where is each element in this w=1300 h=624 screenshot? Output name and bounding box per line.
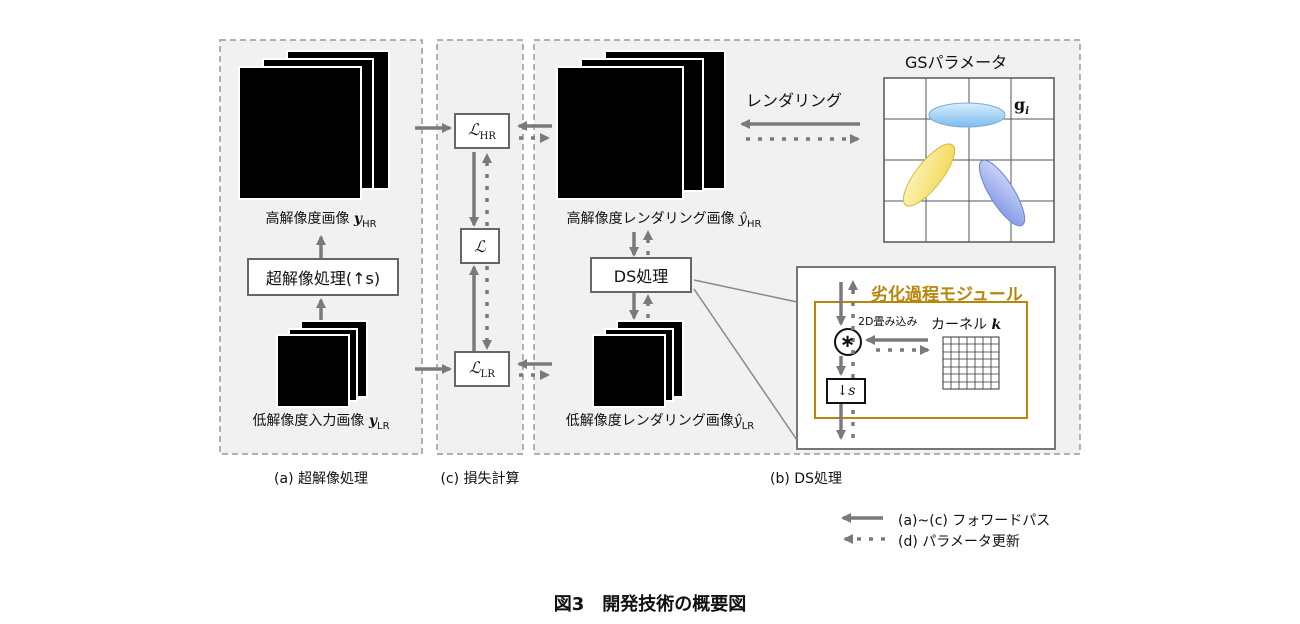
caption-ds: (b) DS処理 xyxy=(770,471,842,487)
conv-operator-circle xyxy=(834,328,862,356)
lr-render-label: 低解像度レンダリング画像ŷLR xyxy=(565,413,755,432)
caption-loss: (c) 損失計算 xyxy=(440,471,520,487)
gaussian-blue xyxy=(928,102,1006,128)
kernel-label: カーネル k xyxy=(931,317,1002,333)
gs-parameter-grid xyxy=(883,77,1055,243)
hr-image-label: 高解像度画像 yHR xyxy=(265,211,377,230)
gaussian-purple xyxy=(978,159,1026,227)
caption-super-resolution: (a) 超解像処理 xyxy=(274,471,368,487)
rendering-label: レンダリング xyxy=(746,91,843,110)
loss-total-box: ℒ xyxy=(460,228,500,264)
hr-render-label: 高解像度レンダリング画像 ŷHR xyxy=(566,211,762,230)
loss-hr-box: ℒHR xyxy=(454,113,510,149)
lr-image-label: 低解像度入力画像 yLR xyxy=(252,413,390,432)
figure-title: 図3 開発技術の概要図 xyxy=(553,594,747,615)
legend-forward-label: (a)~(c) フォワードパス xyxy=(898,513,1051,529)
loss-lr-box: ℒLR xyxy=(454,351,510,387)
conv-symbol: ∗ xyxy=(840,331,856,352)
conv-label: 2D畳み込み xyxy=(858,315,918,328)
gs-parameter-title: GSパラメータ xyxy=(905,53,1008,72)
kernel-grid xyxy=(942,336,1000,390)
super-resolution-box: 超解像処理(↑s) xyxy=(247,258,399,296)
gaussian-yellow xyxy=(902,143,956,207)
ds-process-box: DS処理 xyxy=(590,257,692,293)
degradation-module-title: 劣化過程モジュール xyxy=(871,285,1023,305)
gs-symbol: gi xyxy=(1014,95,1029,118)
legend-update-label: (d) パラメータ更新 xyxy=(898,534,1020,550)
downsample-box: ↓s xyxy=(826,378,866,404)
